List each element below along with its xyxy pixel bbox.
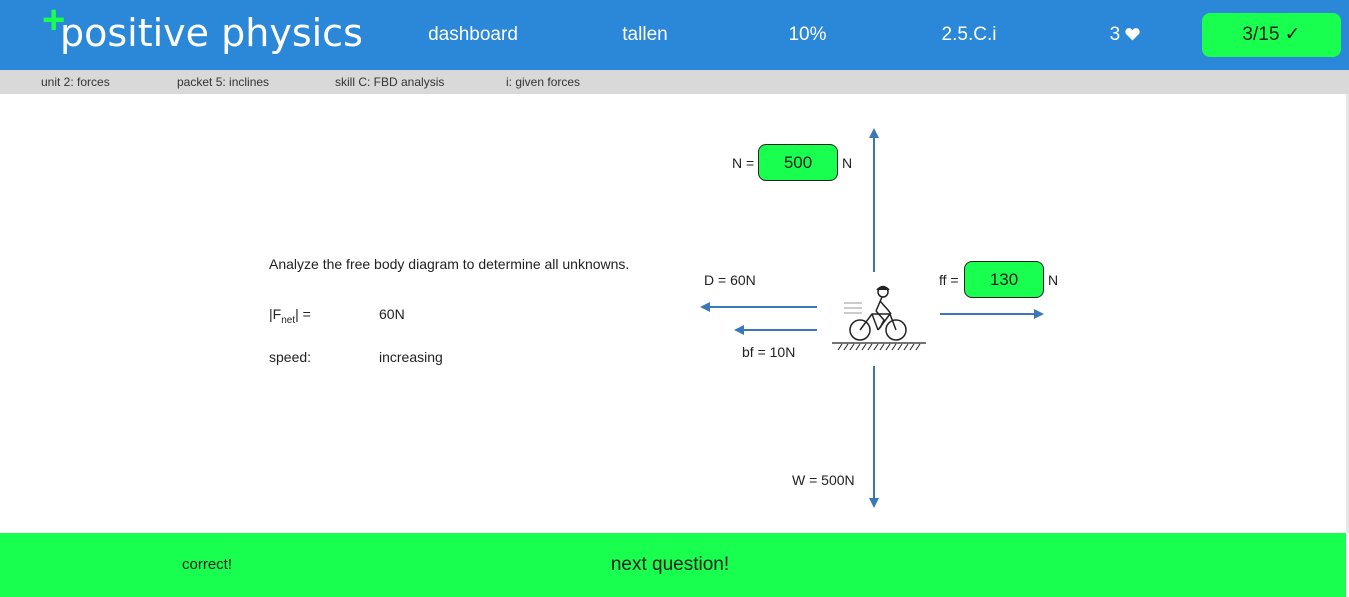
heart-icon [1125,28,1141,41]
next-question-button[interactable]: next question! [610,554,730,575]
fnet-label-post: | = [295,306,311,322]
fnet-label-sub: net [281,315,296,326]
normal-force-answer[interactable]: 500 [758,144,838,181]
lives-count: 3 [1109,24,1121,45]
weight-force-label: W = 500N [792,472,855,488]
friction-force-unit: N [1048,272,1059,288]
nav-skill-code[interactable]: 2.5.C.i [941,24,997,45]
normal-force-unit: N [842,155,853,171]
breadcrumb-level[interactable]: i: given forces [506,75,581,89]
question-prompt: Analyze the free body diagram to determi… [269,256,630,272]
free-body-diagram: N = 500 N D = 60N bf = 10N ff = 130 N W … [690,118,1058,518]
friction-force-answer[interactable]: 130 [964,261,1044,298]
fnet-label-pre: |F [269,306,282,322]
normal-force-label: N = [732,155,755,171]
cyclist-icon [832,285,926,351]
nav-progress-percent[interactable]: 10% [788,24,827,45]
force-arrows [700,128,1044,508]
speed-value: increasing [379,349,443,365]
friction-force-label: ff = [939,272,959,288]
drag-force-label: D = 60N [704,272,756,288]
top-navigation-bar: + positive physics dashboard tallen 10% … [0,0,1349,70]
fnet-label: |Fnet| = [269,305,311,330]
feedback-status: correct! [182,556,233,573]
breadcrumb-skill[interactable]: skill C: FBD analysis [335,75,445,89]
breadcrumb: unit 2: forces packet 5: inclines skill … [0,70,1349,94]
fnet-value: 60N [379,306,405,322]
braking-force-label: bf = 10N [742,344,796,360]
site-logo[interactable]: positive physics [60,11,363,55]
scrollbar-track[interactable] [1346,94,1349,533]
logo-plus-icon: + [42,0,66,42]
breadcrumb-unit[interactable]: unit 2: forces [41,75,110,89]
breadcrumb-packet[interactable]: packet 5: inclines [177,75,270,89]
nav-user-link[interactable]: tallen [622,24,668,45]
lives-counter[interactable]: 3 [1100,24,1150,46]
speed-label: speed: [269,349,312,365]
nav-dashboard-link[interactable]: dashboard [428,24,518,45]
question-progress-button[interactable]: 3/15 ✓ [1202,13,1341,57]
feedback-bar: correct! next question! [0,533,1346,597]
